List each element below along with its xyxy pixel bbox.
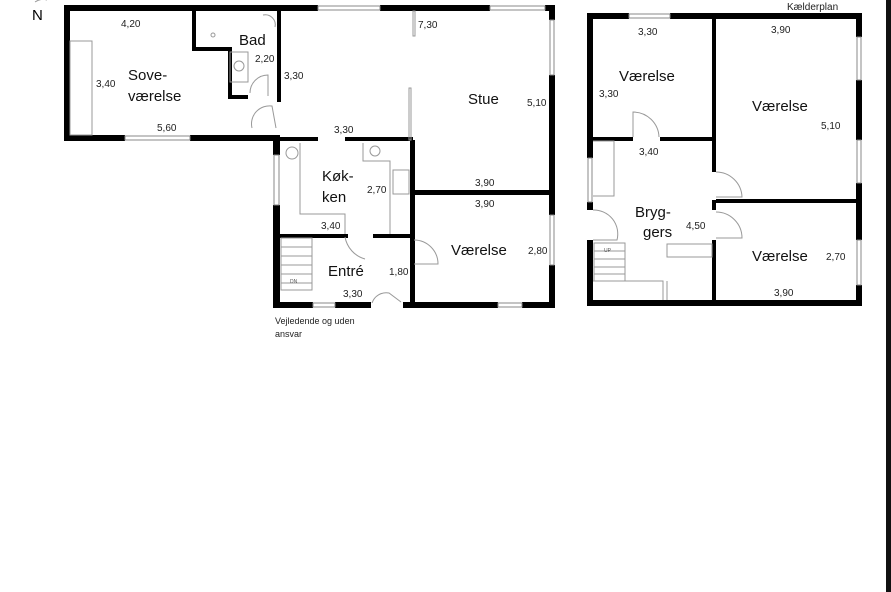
dim-sove-side: 3,40 [96,79,116,90]
dim-b-v2-side: 5,10 [821,121,841,132]
room-label-kokken-1: Køk- [322,168,354,185]
dim-kitchen-bottom: 3,40 [321,221,341,232]
compass-north-label: N [32,7,43,24]
dim-stue-side: 5,10 [527,98,547,109]
dim-bad: 2,20 [255,54,275,65]
room-label-entre: Entré [328,263,364,280]
dim-kitchen-top: 3,30 [334,125,354,136]
dim-stue-bottom: 3,90 [475,178,495,189]
dim-hall: 3,30 [284,71,304,82]
basement-room-vaerelse-2: Værelse [752,98,808,115]
dim-b-v2-top: 3,90 [771,25,791,36]
dim-b-bryggers-top: 3,40 [639,147,659,158]
basement-walls [587,13,862,306]
basement-room-vaerelse-3: Værelse [752,248,808,265]
basement-room-bryggers-1: Bryg- [635,204,671,221]
disclaimer-line1: Vejledende og uden [275,316,355,326]
room-label-kokken-2: ken [322,189,346,206]
dim-stue-top: 7,30 [418,20,438,31]
dim-sove-top: 4,20 [121,19,141,30]
basement-title: Kælderplan [787,2,838,13]
dim-entre-bottom: 3,30 [343,289,363,300]
basement-fixtures: UP [592,111,743,300]
basement-windows [587,13,862,286]
dim-entre-side: 1,80 [389,267,409,278]
room-label-sove-2: værelse [128,88,181,105]
ground-floor-windows [124,5,555,308]
dim-sove-bottom: 5,60 [157,123,177,134]
room-label-stue: Stue [468,91,499,108]
dim-b-v3-bottom: 3,90 [774,288,794,299]
room-label-bad: Bad [239,32,266,49]
dim-b-v1-top: 3,30 [638,27,658,38]
compass-icon [34,0,47,3]
room-label-vaerelse: Værelse [451,242,507,259]
dim-vaerelse-top: 3,90 [475,199,495,210]
dim-b-v1-side: 3,30 [599,89,619,100]
stair-down-label: DN [290,279,298,285]
basement-room-vaerelse-1: Værelse [619,68,675,85]
dim-kitchen-side: 2,70 [367,185,387,196]
scrollbar-edge [886,0,891,592]
dim-vaerelse-side: 2,80 [528,246,548,257]
dim-b-bryggers-side: 4,50 [686,221,706,232]
basement-room-bryggers-2: gers [643,224,672,241]
room-label-sove-1: Sove- [128,67,167,84]
ground-floor-walls [64,5,555,308]
dim-b-v3-side: 2,70 [826,252,846,263]
ground-floor-fixtures: DN [69,10,439,304]
disclaimer-line2: ansvar [275,329,302,339]
stair-up-label: UP [604,248,612,254]
